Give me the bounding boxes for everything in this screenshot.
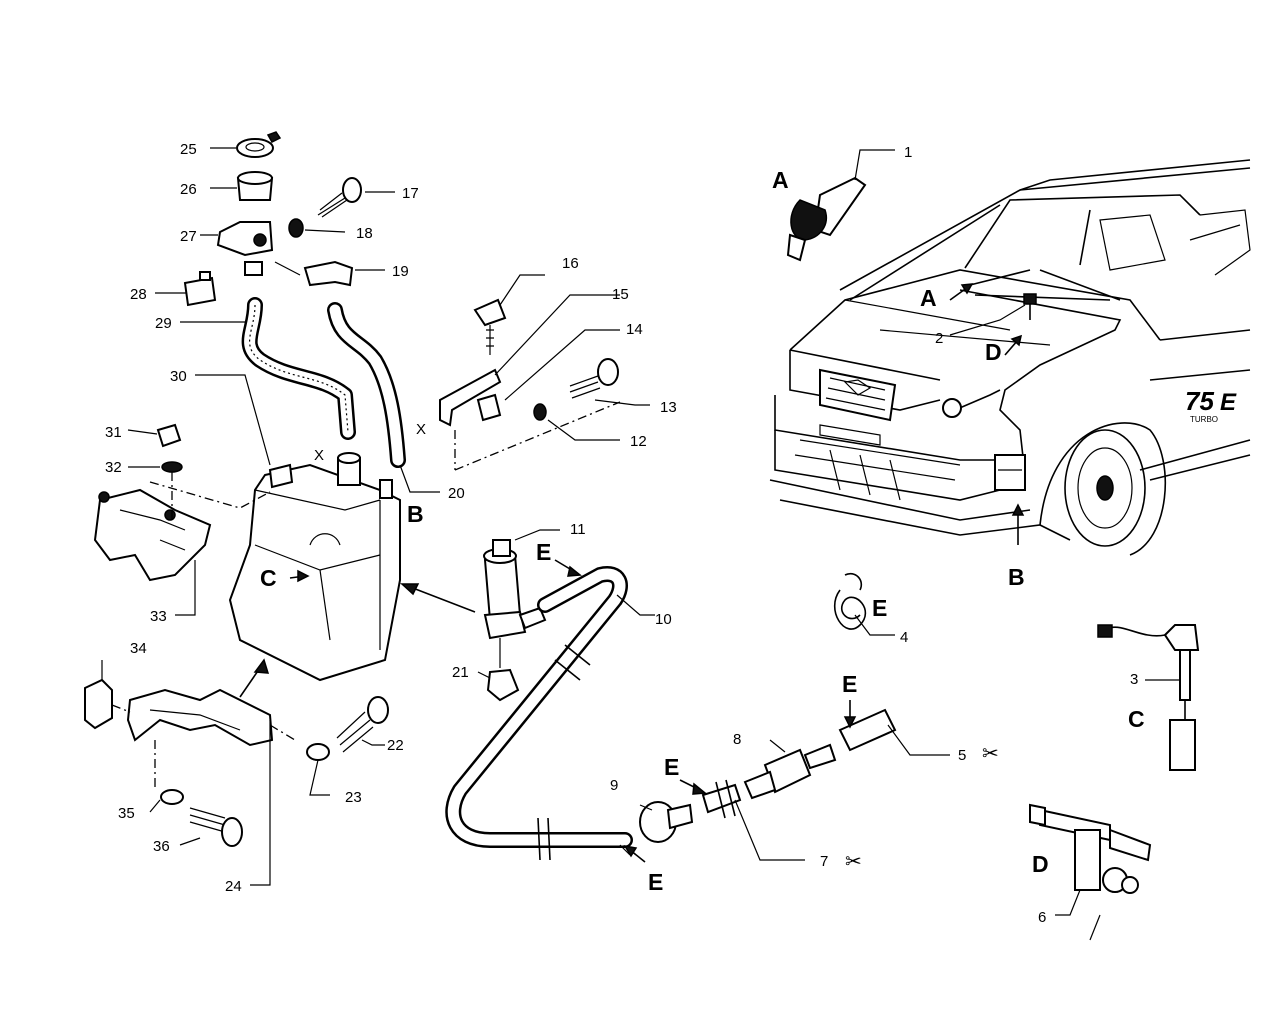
part-4-hose-clip [834,572,895,636]
label-1: 1 [904,144,912,161]
label-20: 20 [448,485,465,502]
reference-letters: A A D B B C C D E E E E E X X [260,167,1145,895]
label-23: 23 [345,789,362,806]
label-16: 16 [562,255,579,272]
letter-x-bracket: X [416,421,426,438]
inline-check-valve-parts [639,708,950,861]
part-24-bracket [84,658,389,847]
reference-arrows [554,283,1025,863]
label-6: 6 [1038,909,1046,926]
letter-c-sensor: C [1128,706,1145,732]
part-1-jet-nozzle [786,149,895,262]
letter-e-bottom: E [648,869,663,895]
letter-x-reservoir: X [314,447,324,464]
part-11-pump [483,529,560,702]
letter-e-hose: E [842,671,857,697]
part-6-t-connector [1029,803,1152,916]
letter-b-reservoir: B [407,501,424,527]
part-15-bracket [439,274,621,471]
label-24: 24 [225,878,242,895]
letter-d-car: D [985,339,1002,365]
label-11: 11 [570,521,586,538]
letter-c-reservoir: C [260,565,277,591]
label-36: 36 [153,838,170,855]
letter-e-clip: E [872,595,887,621]
scissors-icon: ✂ [982,743,999,765]
label-14: 14 [626,321,643,338]
label-34: 34 [130,640,147,657]
part-number-labels: 1 2 3 4 5 6 7 8 9 10 11 12 13 14 15 16 1… [105,141,1138,926]
car-model-badge: 75 [1185,386,1214,416]
label-19: 19 [392,263,409,280]
label-27: 27 [180,228,197,245]
label-25: 25 [180,141,197,158]
label-31: 31 [105,424,122,441]
label-2: 2 [935,330,943,347]
label-22: 22 [387,737,404,754]
part-3-level-sensor [1097,624,1200,771]
filler-assembly [183,131,406,468]
letter-a-car: A [920,285,937,311]
label-4: 4 [900,629,908,646]
washer-reservoir [228,452,476,682]
label-30: 30 [170,368,187,385]
car-model-line: TURBO [1190,415,1218,424]
label-17: 17 [402,185,419,202]
letter-e-pump: E [536,539,551,565]
label-18: 18 [356,225,373,242]
label-32: 32 [105,459,122,476]
letter-b-car: B [1008,564,1025,590]
scissors-icon: ✂ [845,851,862,873]
letter-a-detail: A [772,167,789,193]
label-8: 8 [733,731,741,748]
label-12: 12 [630,433,647,450]
scissors-icons: ✂ ✂ [845,743,999,873]
label-7: 7 [820,853,828,870]
label-10: 10 [655,611,672,628]
leader-lines [101,147,1101,941]
label-21: 21 [452,664,469,681]
label-13: 13 [660,399,677,416]
label-35: 35 [118,805,135,822]
label-15: 15 [612,286,629,303]
part-33-bracket [93,423,271,582]
label-26: 26 [180,181,197,198]
label-9: 9 [610,777,618,794]
letter-d-connector: D [1032,851,1049,877]
car-model-suffix: E [1220,389,1237,416]
part-10-hose [445,566,655,861]
letter-e-valve: E [664,754,679,780]
label-28: 28 [130,286,147,303]
label-29: 29 [155,315,172,332]
car-illustration: 75 E TURBO [769,159,1251,556]
label-5: 5 [958,747,966,764]
label-3: 3 [1130,671,1138,688]
label-33: 33 [150,608,167,625]
